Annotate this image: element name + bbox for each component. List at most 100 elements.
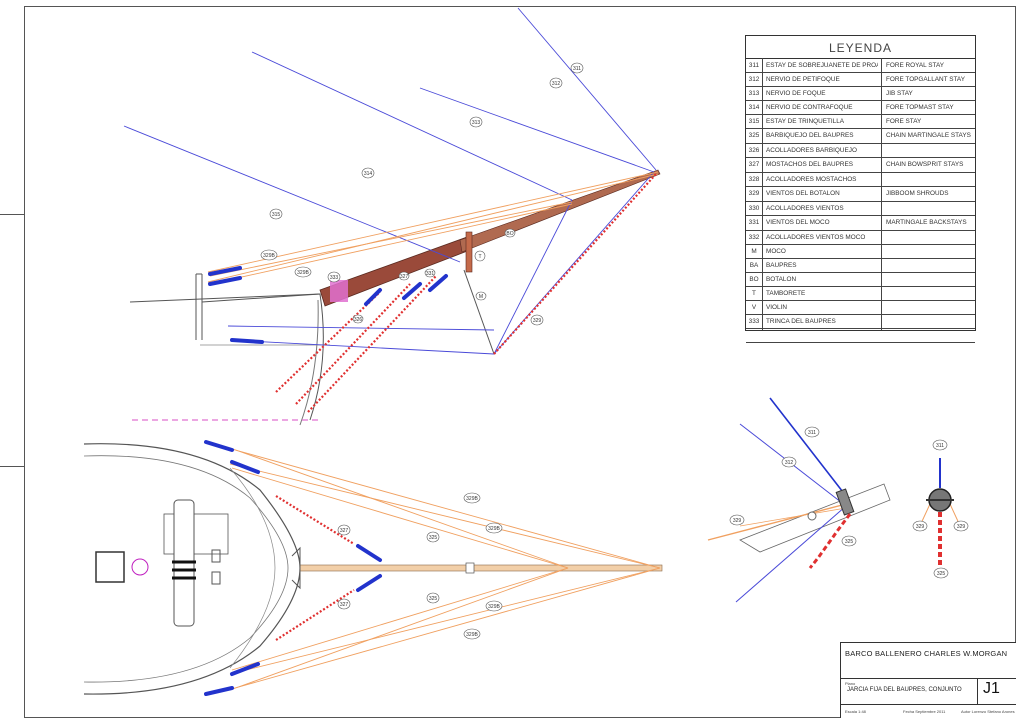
legend-english: FORE ROYAL STAY — [886, 62, 944, 69]
turnbuckle — [356, 544, 382, 562]
legend-spanish: ESTAY DE SOBREJUANETE DE PROA — [766, 62, 878, 69]
svg-text:312: 312 — [785, 460, 794, 466]
martingale-boom — [463, 269, 495, 355]
callout-bubble: 327 — [398, 271, 410, 281]
legend-spanish: VIENTOS DEL MOCO — [766, 219, 830, 226]
callout-bubble: 329 — [530, 314, 544, 326]
callout-bubble: 329 — [729, 514, 745, 526]
svg-text:333: 333 — [330, 275, 339, 281]
margin-tick — [0, 466, 24, 467]
legend-english: JIBBOOM SHROUDS — [886, 190, 949, 197]
chain-stays — [275, 173, 657, 413]
chain-line — [275, 589, 355, 641]
shroud-line — [229, 447, 569, 569]
svg-text:329B: 329B — [297, 270, 309, 276]
svg-text:M: M — [479, 294, 483, 300]
legend-spanish: ACOLLADORES VIENTOS — [766, 205, 844, 212]
shroud-line — [229, 463, 661, 569]
svg-text:327: 327 — [340, 602, 349, 608]
callout-bubble: 311 — [932, 439, 948, 451]
turnbuckle — [204, 686, 234, 696]
svg-text:325: 325 — [429, 535, 438, 541]
svg-text:313: 313 — [472, 120, 481, 126]
legend-code: M — [751, 248, 757, 255]
svg-text:327: 327 — [340, 528, 349, 534]
turnbuckles — [208, 266, 448, 344]
legend-code: 333 — [748, 318, 760, 325]
callout-bubble: 329B — [463, 492, 481, 504]
side-callouts: 311 312 313 314 315 329B 329B 333 T BO M… — [260, 62, 584, 326]
stay-line — [419, 87, 655, 173]
legend-row — [746, 329, 975, 343]
legend-divider — [762, 58, 763, 330]
sheet-code-box — [977, 678, 1018, 704]
shroud-line — [739, 507, 847, 527]
drawing-title: BARCO BALLENERO CHARLES W.MORGAN — [845, 649, 1008, 658]
turnbuckle — [208, 266, 242, 276]
shroud-line — [229, 567, 569, 691]
front-callouts: 311 329 329 325 — [912, 439, 969, 579]
shroud-line — [227, 567, 661, 691]
callout-bubble: 331 — [424, 268, 436, 278]
shroud-line — [209, 201, 573, 277]
detail-cap — [835, 488, 855, 516]
margin-tick — [0, 214, 24, 215]
svg-text:326: 326 — [354, 317, 363, 323]
stay-line — [227, 325, 495, 331]
bowsprit-lashing — [330, 280, 348, 302]
svg-text:T: T — [478, 254, 481, 260]
svg-text:BO: BO — [506, 231, 513, 237]
callout-bubble: 312 — [781, 456, 797, 468]
shroud-line — [229, 567, 661, 675]
callout-bubble: 329B — [463, 628, 481, 640]
bowsprit-cap-plan — [465, 562, 475, 574]
callout-bubble: M — [475, 291, 487, 301]
legend-spanish: ACOLLADORES MOSTACHOS — [766, 176, 857, 183]
svg-text:329B: 329B — [488, 604, 500, 610]
sheet-code: J1 — [983, 680, 1000, 697]
callout-bubble: 329 — [953, 520, 969, 532]
callout-bubble: 325 — [426, 531, 440, 543]
drawing-author: Autor Lorenzo Stefano Arones — [961, 709, 1015, 714]
shroud-line — [707, 503, 847, 541]
chain-line — [493, 173, 657, 355]
svg-text:314: 314 — [364, 171, 373, 177]
legend-english: JIB STAY — [886, 90, 913, 97]
callout-bubble: 326 — [352, 314, 364, 324]
callout-bubble: 327 — [337, 524, 351, 536]
drawing-scale: Escala 1:48 — [845, 709, 866, 714]
stay-line — [251, 51, 573, 201]
turnbuckle — [208, 276, 242, 286]
svg-text:329: 329 — [916, 524, 925, 530]
stay-line — [769, 397, 847, 497]
turnbuckle — [230, 338, 264, 344]
svg-text:311: 311 — [808, 430, 816, 436]
plan-view: 329B 329B 327 327 325 325 329B 329B — [83, 440, 663, 696]
deck-line — [129, 293, 321, 303]
detail-chain — [808, 513, 852, 569]
svg-text:329B: 329B — [488, 526, 500, 532]
callout-bubble: 312 — [549, 77, 563, 89]
turnbuckle — [364, 288, 382, 306]
stay-line — [735, 505, 847, 603]
legend-english: FORE STAY — [886, 118, 922, 125]
stays — [123, 7, 657, 355]
svg-text:329B: 329B — [263, 253, 275, 259]
turnbuckle — [230, 460, 260, 474]
svg-text:329B: 329B — [466, 632, 478, 638]
turnbuckle — [356, 574, 382, 592]
legend-english: MARTINGALE BACKSTAYS — [886, 219, 967, 226]
capstan-marker — [131, 558, 149, 576]
